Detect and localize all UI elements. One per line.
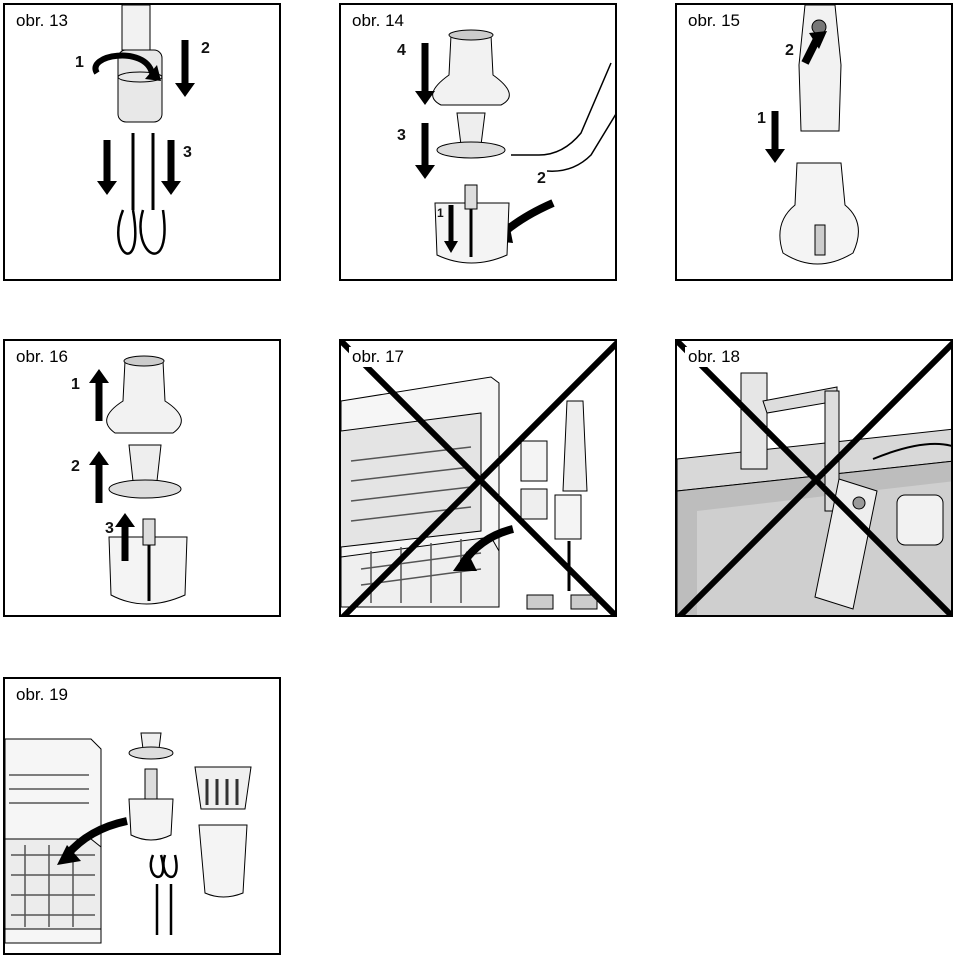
figure-17-drawing: [341, 341, 615, 615]
figure-19: obr. 19: [3, 677, 281, 955]
rotate-arrow: [92, 52, 155, 75]
chopper-bowl: [128, 798, 174, 841]
hand-blender: [562, 400, 588, 492]
step-number: 4: [397, 42, 406, 59]
step-number: 1: [71, 376, 80, 393]
motor-unit: [121, 5, 151, 51]
figure-16: obr. 16 1 2 3: [3, 339, 281, 617]
figure-label: obr. 13: [13, 11, 71, 31]
figure-label: obr. 16: [13, 347, 71, 367]
step-number: 3: [105, 520, 114, 537]
dishwasher-rack: [360, 539, 482, 603]
figure-19-drawing: [5, 732, 252, 944]
dishwasher-rack: [11, 845, 95, 927]
figure-16-drawing: 1 2 3: [71, 355, 188, 605]
figure-17: obr. 17: [339, 339, 617, 617]
figure-label: obr. 15: [685, 11, 743, 31]
arrow-up: [801, 37, 821, 65]
step-number: 2: [71, 458, 80, 475]
step-number: 2: [785, 42, 794, 59]
figure-label: obr. 19: [13, 685, 71, 705]
basket-insert: [194, 766, 252, 810]
step-number: 2: [537, 170, 546, 187]
splash-guard: [456, 112, 486, 146]
figure-13: obr. 13 1 2 3: [3, 3, 281, 281]
figure-label: obr. 18: [685, 347, 743, 367]
figure-18: obr. 18: [675, 339, 953, 617]
figure-15-drawing: 2 1: [757, 5, 859, 265]
step-number: 1: [757, 110, 766, 127]
step-number: 3: [397, 127, 406, 144]
prohibited-cross: [341, 341, 615, 615]
figure-13-drawing: 1 2 3: [75, 5, 210, 255]
beaker: [198, 824, 248, 898]
splash-guard: [128, 444, 162, 482]
prohibited-cross: [677, 341, 951, 615]
whisk: [117, 209, 166, 255]
dishwasher-rack: [350, 446, 472, 522]
step-number: 1: [75, 54, 84, 71]
lid: [432, 34, 510, 106]
figure-14-drawing: 4 3 2 1: [397, 29, 615, 264]
figure-14: obr. 14 4 3 2 1: [339, 3, 617, 281]
motor-unit-in-water: [814, 478, 878, 610]
hand: [511, 62, 612, 156]
step-number: 2: [201, 40, 210, 57]
figure-label: obr. 14: [349, 11, 407, 31]
whisk: [149, 854, 178, 878]
figure-18-drawing: [677, 341, 951, 615]
step-number: 3: [183, 144, 192, 161]
bowl: [779, 162, 859, 265]
lid: [106, 360, 182, 434]
sink-counter: [677, 428, 951, 492]
dishwasher-rack: [9, 774, 89, 804]
figure-label: obr. 17: [349, 347, 407, 367]
chopper-bowl: [896, 494, 944, 546]
step-number: 1: [437, 206, 444, 220]
figure-15: obr. 15 2 1: [675, 3, 953, 281]
hand: [546, 114, 615, 172]
motor-unit: [798, 5, 842, 132]
